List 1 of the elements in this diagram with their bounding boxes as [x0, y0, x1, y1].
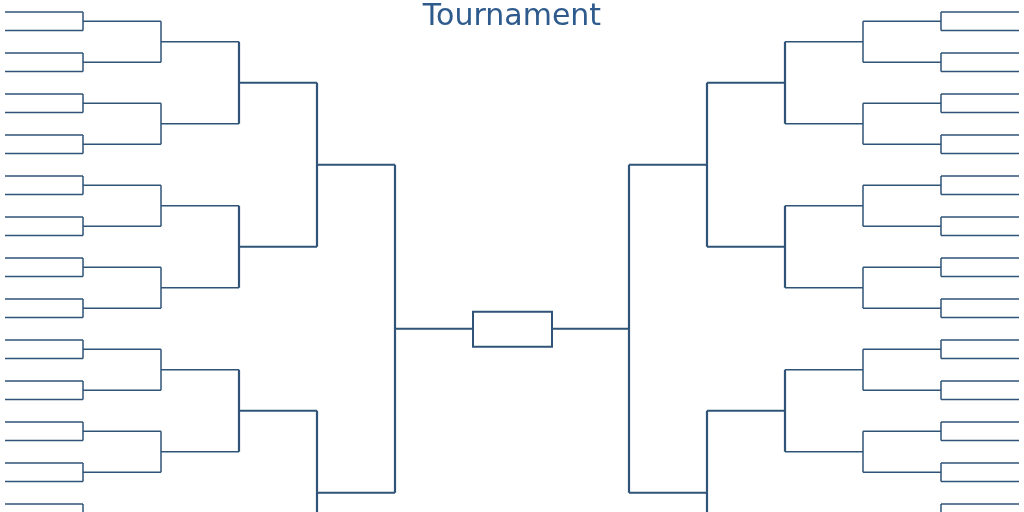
title: Tournament [422, 0, 602, 34]
